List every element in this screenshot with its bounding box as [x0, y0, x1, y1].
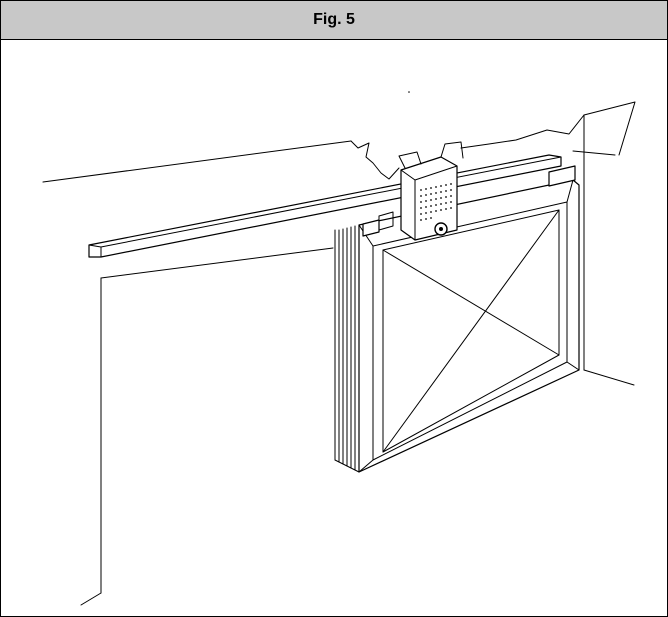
figure-title: Fig. 5: [1, 1, 667, 40]
vent-grille: [420, 183, 452, 221]
motor-unit: [398, 141, 464, 241]
door-drawing: [1, 40, 667, 616]
door-panel: [358, 179, 580, 473]
door-hangers: [362, 165, 576, 237]
door-opening-frame: [80, 247, 334, 606]
door-leaf-edges: [334, 224, 360, 473]
ceiling-line: [42, 101, 636, 183]
wall-corner: [583, 114, 635, 386]
